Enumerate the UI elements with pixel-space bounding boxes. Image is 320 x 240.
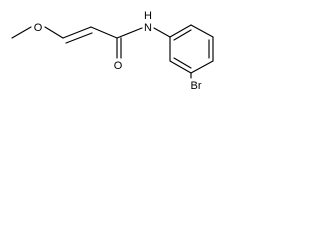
methoxy-oxygen-label: O [34, 22, 43, 34]
bond-carbonyl-nitrogen [116, 27, 143, 39]
chemical-structure-diagram: O N H O Br [11, 10, 214, 92]
bromine-label: Br [191, 80, 202, 92]
bond-methyl-oxygen [11, 26, 32, 39]
bond-oxygen-vinyl [44, 26, 64, 39]
carbonyl-oxygen-label: O [114, 60, 123, 72]
bond-nitrogen-ring [153, 27, 171, 38]
bond-vinyl-carbonyl [90, 26, 118, 39]
bond-vinyl-double-inner [65, 32, 93, 44]
ring-bond-5 [169, 60, 192, 74]
bond-vinyl-double-main [62, 26, 92, 39]
ring-double-bond-inner-1 [173, 29, 192, 41]
structure-canvas: O N H O Br [0, 0, 247, 97]
amide-hydrogen-label: H [144, 10, 152, 22]
ring-double-bond-inner-3 [173, 57, 192, 69]
ring-bond-4 [190, 60, 214, 74]
amide-nitrogen-label: N [144, 22, 152, 34]
ring-bond-2 [190, 24, 214, 38]
ring-bond-1 [169, 24, 192, 38]
